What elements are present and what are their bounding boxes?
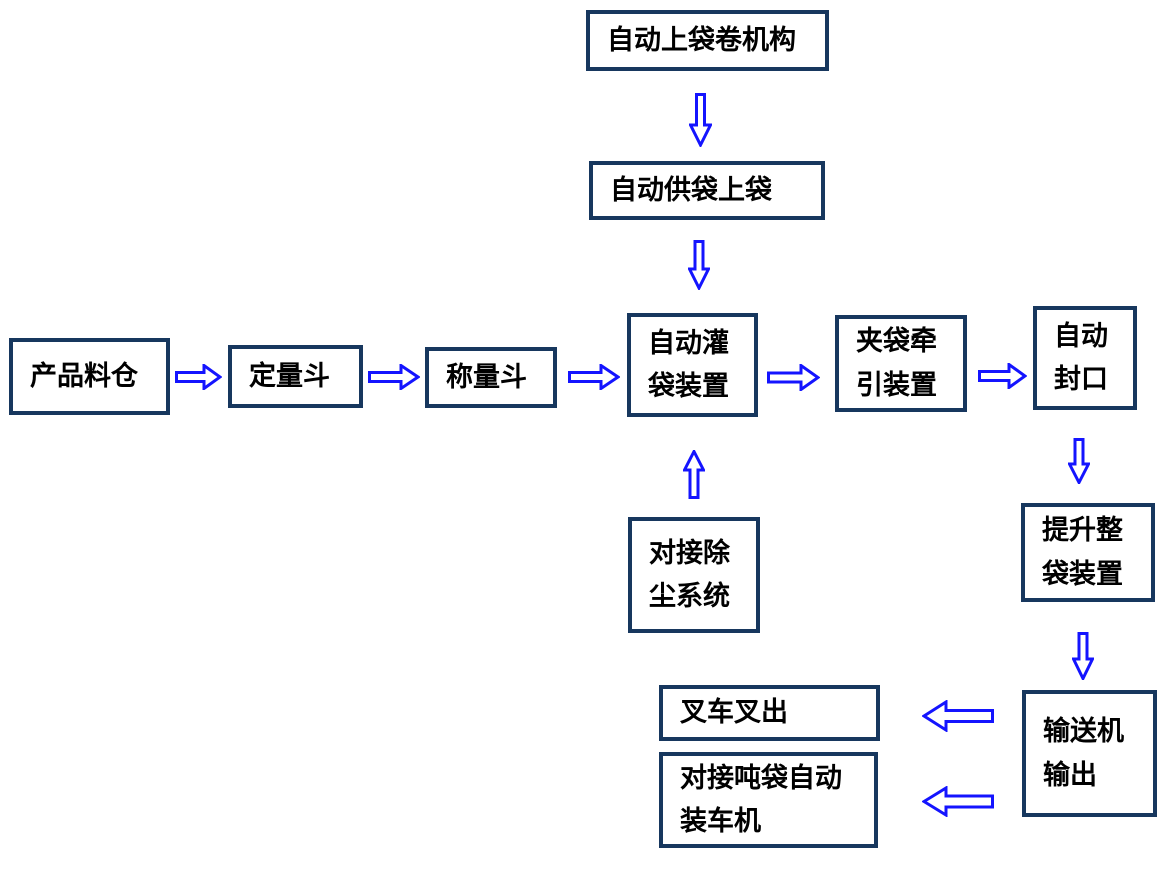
arrow-auto-bag-supply-to-auto-filling-device-down-icon bbox=[688, 240, 710, 290]
node-auto-bag-supply: 自动供袋上袋 bbox=[589, 161, 825, 220]
node-conveyor-output: 输送机 输出 bbox=[1022, 690, 1157, 817]
node-label: 自动供袋上袋 bbox=[610, 174, 772, 205]
arrow-auto-sealing-to-bag-lifting-device-down-icon bbox=[1068, 438, 1090, 484]
node-quantitative-hopper: 定量斗 bbox=[228, 345, 363, 408]
node-label: 产品料仓 bbox=[30, 360, 138, 391]
arrow-product-silo-to-quantitative-hopper-right-icon bbox=[175, 364, 222, 390]
node-auto-bag-roll-mechanism: 自动上袋卷机构 bbox=[586, 10, 829, 71]
node-auto-filling-device: 自动灌 袋装置 bbox=[627, 313, 758, 417]
node-label: 自动上袋卷机构 bbox=[607, 24, 796, 55]
arrow-conveyor-output-to-ton-bag-truck-loader-left-icon bbox=[922, 786, 994, 817]
node-dust-removal-system: 对接除 尘系统 bbox=[628, 517, 760, 633]
node-label: 自动灌 袋装置 bbox=[648, 327, 729, 401]
arrow-conveyor-output-to-forklift-out-left-icon bbox=[922, 700, 994, 732]
node-weighing-hopper: 称量斗 bbox=[425, 347, 557, 408]
node-label: 输送机 输出 bbox=[1043, 716, 1124, 790]
node-label: 对接除 尘系统 bbox=[649, 537, 730, 611]
node-product-silo: 产品料仓 bbox=[9, 338, 170, 415]
node-bag-lifting-device: 提升整 袋装置 bbox=[1021, 503, 1155, 602]
arrow-auto-bag-roll-mechanism-to-auto-bag-supply-down-icon bbox=[689, 93, 712, 147]
arrow-bag-lifting-device-to-conveyor-output-down-icon bbox=[1072, 632, 1094, 680]
arrow-auto-filling-device-to-bag-clamp-traction-device-right-icon bbox=[767, 364, 820, 391]
node-auto-sealing: 自动 封口 bbox=[1033, 306, 1137, 410]
node-ton-bag-truck-loader: 对接吨袋自动 装车机 bbox=[659, 752, 878, 848]
node-label: 夹袋牵 引装置 bbox=[856, 326, 937, 400]
node-label: 对接吨袋自动 装车机 bbox=[680, 762, 842, 836]
arrow-weighing-hopper-to-auto-filling-device-right-icon bbox=[568, 364, 620, 390]
arrow-dust-removal-system-to-auto-filling-device-up-icon bbox=[683, 450, 705, 499]
arrow-quantitative-hopper-to-weighing-hopper-right-icon bbox=[368, 364, 420, 390]
node-label: 自动 封口 bbox=[1054, 320, 1108, 394]
arrow-bag-clamp-traction-device-to-auto-sealing-right-icon bbox=[978, 363, 1027, 389]
node-label: 提升整 袋装置 bbox=[1042, 515, 1123, 589]
node-bag-clamp-traction-device: 夹袋牵 引装置 bbox=[835, 315, 967, 412]
node-forklift-out: 叉车叉出 bbox=[659, 685, 880, 741]
node-label: 叉车叉出 bbox=[680, 697, 788, 728]
node-label: 定量斗 bbox=[249, 360, 330, 391]
node-label: 称量斗 bbox=[446, 361, 527, 392]
